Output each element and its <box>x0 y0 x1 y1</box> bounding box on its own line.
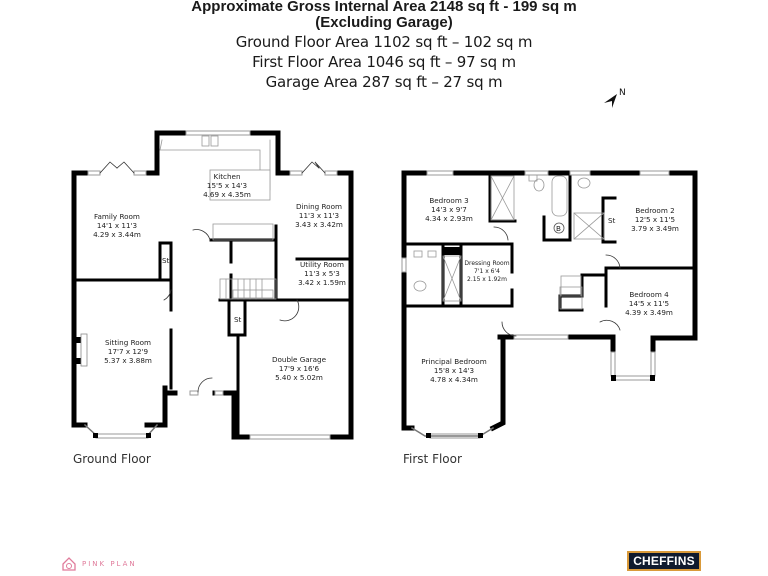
pink-plan-text: PINK PLAN <box>82 560 137 568</box>
svg-text:4.39 x 3.49m: 4.39 x 3.49m <box>625 308 673 317</box>
svg-text:15'8 x 14'3: 15'8 x 14'3 <box>434 366 474 375</box>
svg-text:Principal Bedroom: Principal Bedroom <box>421 357 486 366</box>
svg-text:Sitting Room: Sitting Room <box>105 338 151 347</box>
room-family-room: Family Room 14'1 x 11'3 4.29 x 3.44m <box>93 212 141 239</box>
cheffins-logo: CHEFFINS <box>627 551 701 571</box>
ground-floor-label: Ground Floor <box>73 452 151 466</box>
svg-text:Bedroom 2: Bedroom 2 <box>635 206 674 215</box>
svg-text:Dressing Room: Dressing Room <box>464 260 509 267</box>
storage-label: St <box>162 256 170 265</box>
svg-text:14'5 x 11'5: 14'5 x 11'5 <box>629 299 669 308</box>
room-kitchen: Kitchen 15'5 x 14'3 4.69 x 4.35m <box>203 172 251 199</box>
svg-text:14'3 x 9'7: 14'3 x 9'7 <box>431 205 467 214</box>
room-dining-room: Dining Room 11'3 x 11'3 3.43 x 3.42m <box>295 202 343 229</box>
room-bedroom-3: Bedroom 3 14'3 x 9'7 4.34 x 2.93m <box>425 196 473 223</box>
first-floor-label: First Floor <box>403 452 462 466</box>
svg-text:Utility Room: Utility Room <box>300 260 344 269</box>
svg-text:Double Garage: Double Garage <box>272 355 327 364</box>
room-utility-room: Utility Room 11'3 x 5'3 3.42 x 1.59m <box>298 260 346 287</box>
title-excluding-garage: (Excluding Garage) <box>315 14 453 31</box>
svg-text:5.40 x 5.02m: 5.40 x 5.02m <box>275 373 323 382</box>
room-double-garage: Double Garage 17'9 x 16'6 5.40 x 5.02m <box>272 355 327 382</box>
room-dressing-room: Dressing Room 7'1 x 6'4 2.15 x 1.92m <box>464 260 509 283</box>
ground-floor-plan <box>71 130 354 440</box>
svg-text:2.15 x 1.92m: 2.15 x 1.92m <box>467 276 507 283</box>
svg-text:7'1 x 6'4: 7'1 x 6'4 <box>474 268 500 275</box>
storage-label: St <box>608 216 616 225</box>
svg-text:3.79 x 3.49m: 3.79 x 3.49m <box>631 224 679 233</box>
svg-text:4.29 x 3.44m: 4.29 x 3.44m <box>93 230 141 239</box>
first-floor-labels: Bedroom 3 14'3 x 9'7 4.34 x 2.93m Bedroo… <box>421 196 679 384</box>
svg-text:Kitchen: Kitchen <box>213 172 240 181</box>
room-bedroom-4: Bedroom 4 14'5 x 11'5 4.39 x 3.49m <box>625 290 673 317</box>
svg-text:17'9 x 16'6: 17'9 x 16'6 <box>279 364 320 373</box>
boiler-label: B <box>556 224 561 233</box>
svg-text:3.43 x 3.42m: 3.43 x 3.42m <box>295 220 343 229</box>
room-bedroom-2: Bedroom 2 12'5 x 11'5 3.79 x 3.49m <box>631 206 679 233</box>
svg-text:11'3 x 11'3: 11'3 x 11'3 <box>299 211 339 220</box>
svg-text:14'1 x 11'3: 14'1 x 11'3 <box>97 221 137 230</box>
svg-text:12'5 x 11'5: 12'5 x 11'5 <box>635 215 675 224</box>
pink-plan-logo: PINK PLAN <box>62 557 137 571</box>
svg-text:Bedroom 4: Bedroom 4 <box>629 290 669 299</box>
ground-floor-labels: Kitchen 15'5 x 14'3 4.69 x 4.35m Family … <box>93 172 346 382</box>
ground-floor-area: Ground Floor Area 1102 sq ft – 102 sq m <box>235 33 533 51</box>
storage-label: St <box>234 315 242 324</box>
svg-text:3.42 x 1.59m: 3.42 x 1.59m <box>298 278 346 287</box>
compass-label: N <box>619 88 626 98</box>
north-arrow-icon: N <box>604 88 626 108</box>
svg-text:Bedroom 3: Bedroom 3 <box>429 196 468 205</box>
svg-text:Dining Room: Dining Room <box>296 202 342 211</box>
svg-text:11'3 x 5'3: 11'3 x 5'3 <box>304 269 340 278</box>
svg-text:5.37 x 3.88m: 5.37 x 3.88m <box>104 356 152 365</box>
svg-text:4.34 x 2.93m: 4.34 x 2.93m <box>425 214 473 223</box>
svg-text:4.78 x 4.34m: 4.78 x 4.34m <box>430 375 478 384</box>
room-sitting-room: Sitting Room 17'7 x 12'9 5.37 x 3.88m <box>104 338 152 365</box>
svg-text:15'5 x 14'3: 15'5 x 14'3 <box>207 181 247 190</box>
room-principal-bedroom: Principal Bedroom 15'8 x 14'3 4.78 x 4.3… <box>421 357 486 384</box>
garage-area: Garage Area 287 sq ft – 27 sq m <box>265 73 503 91</box>
first-floor-plan <box>401 170 698 439</box>
header: Approximate Gross Internal Area 2148 sq … <box>0 0 768 92</box>
svg-text:17'7 x 12'9: 17'7 x 12'9 <box>108 347 149 356</box>
svg-text:Family Room: Family Room <box>94 212 140 221</box>
svg-text:4.69 x 4.35m: 4.69 x 4.35m <box>203 190 251 199</box>
title-gross-area: Approximate Gross Internal Area 2148 sq … <box>191 0 577 15</box>
house-icon <box>62 557 76 571</box>
first-floor-area: First Floor Area 1046 sq ft – 97 sq m <box>252 53 516 71</box>
